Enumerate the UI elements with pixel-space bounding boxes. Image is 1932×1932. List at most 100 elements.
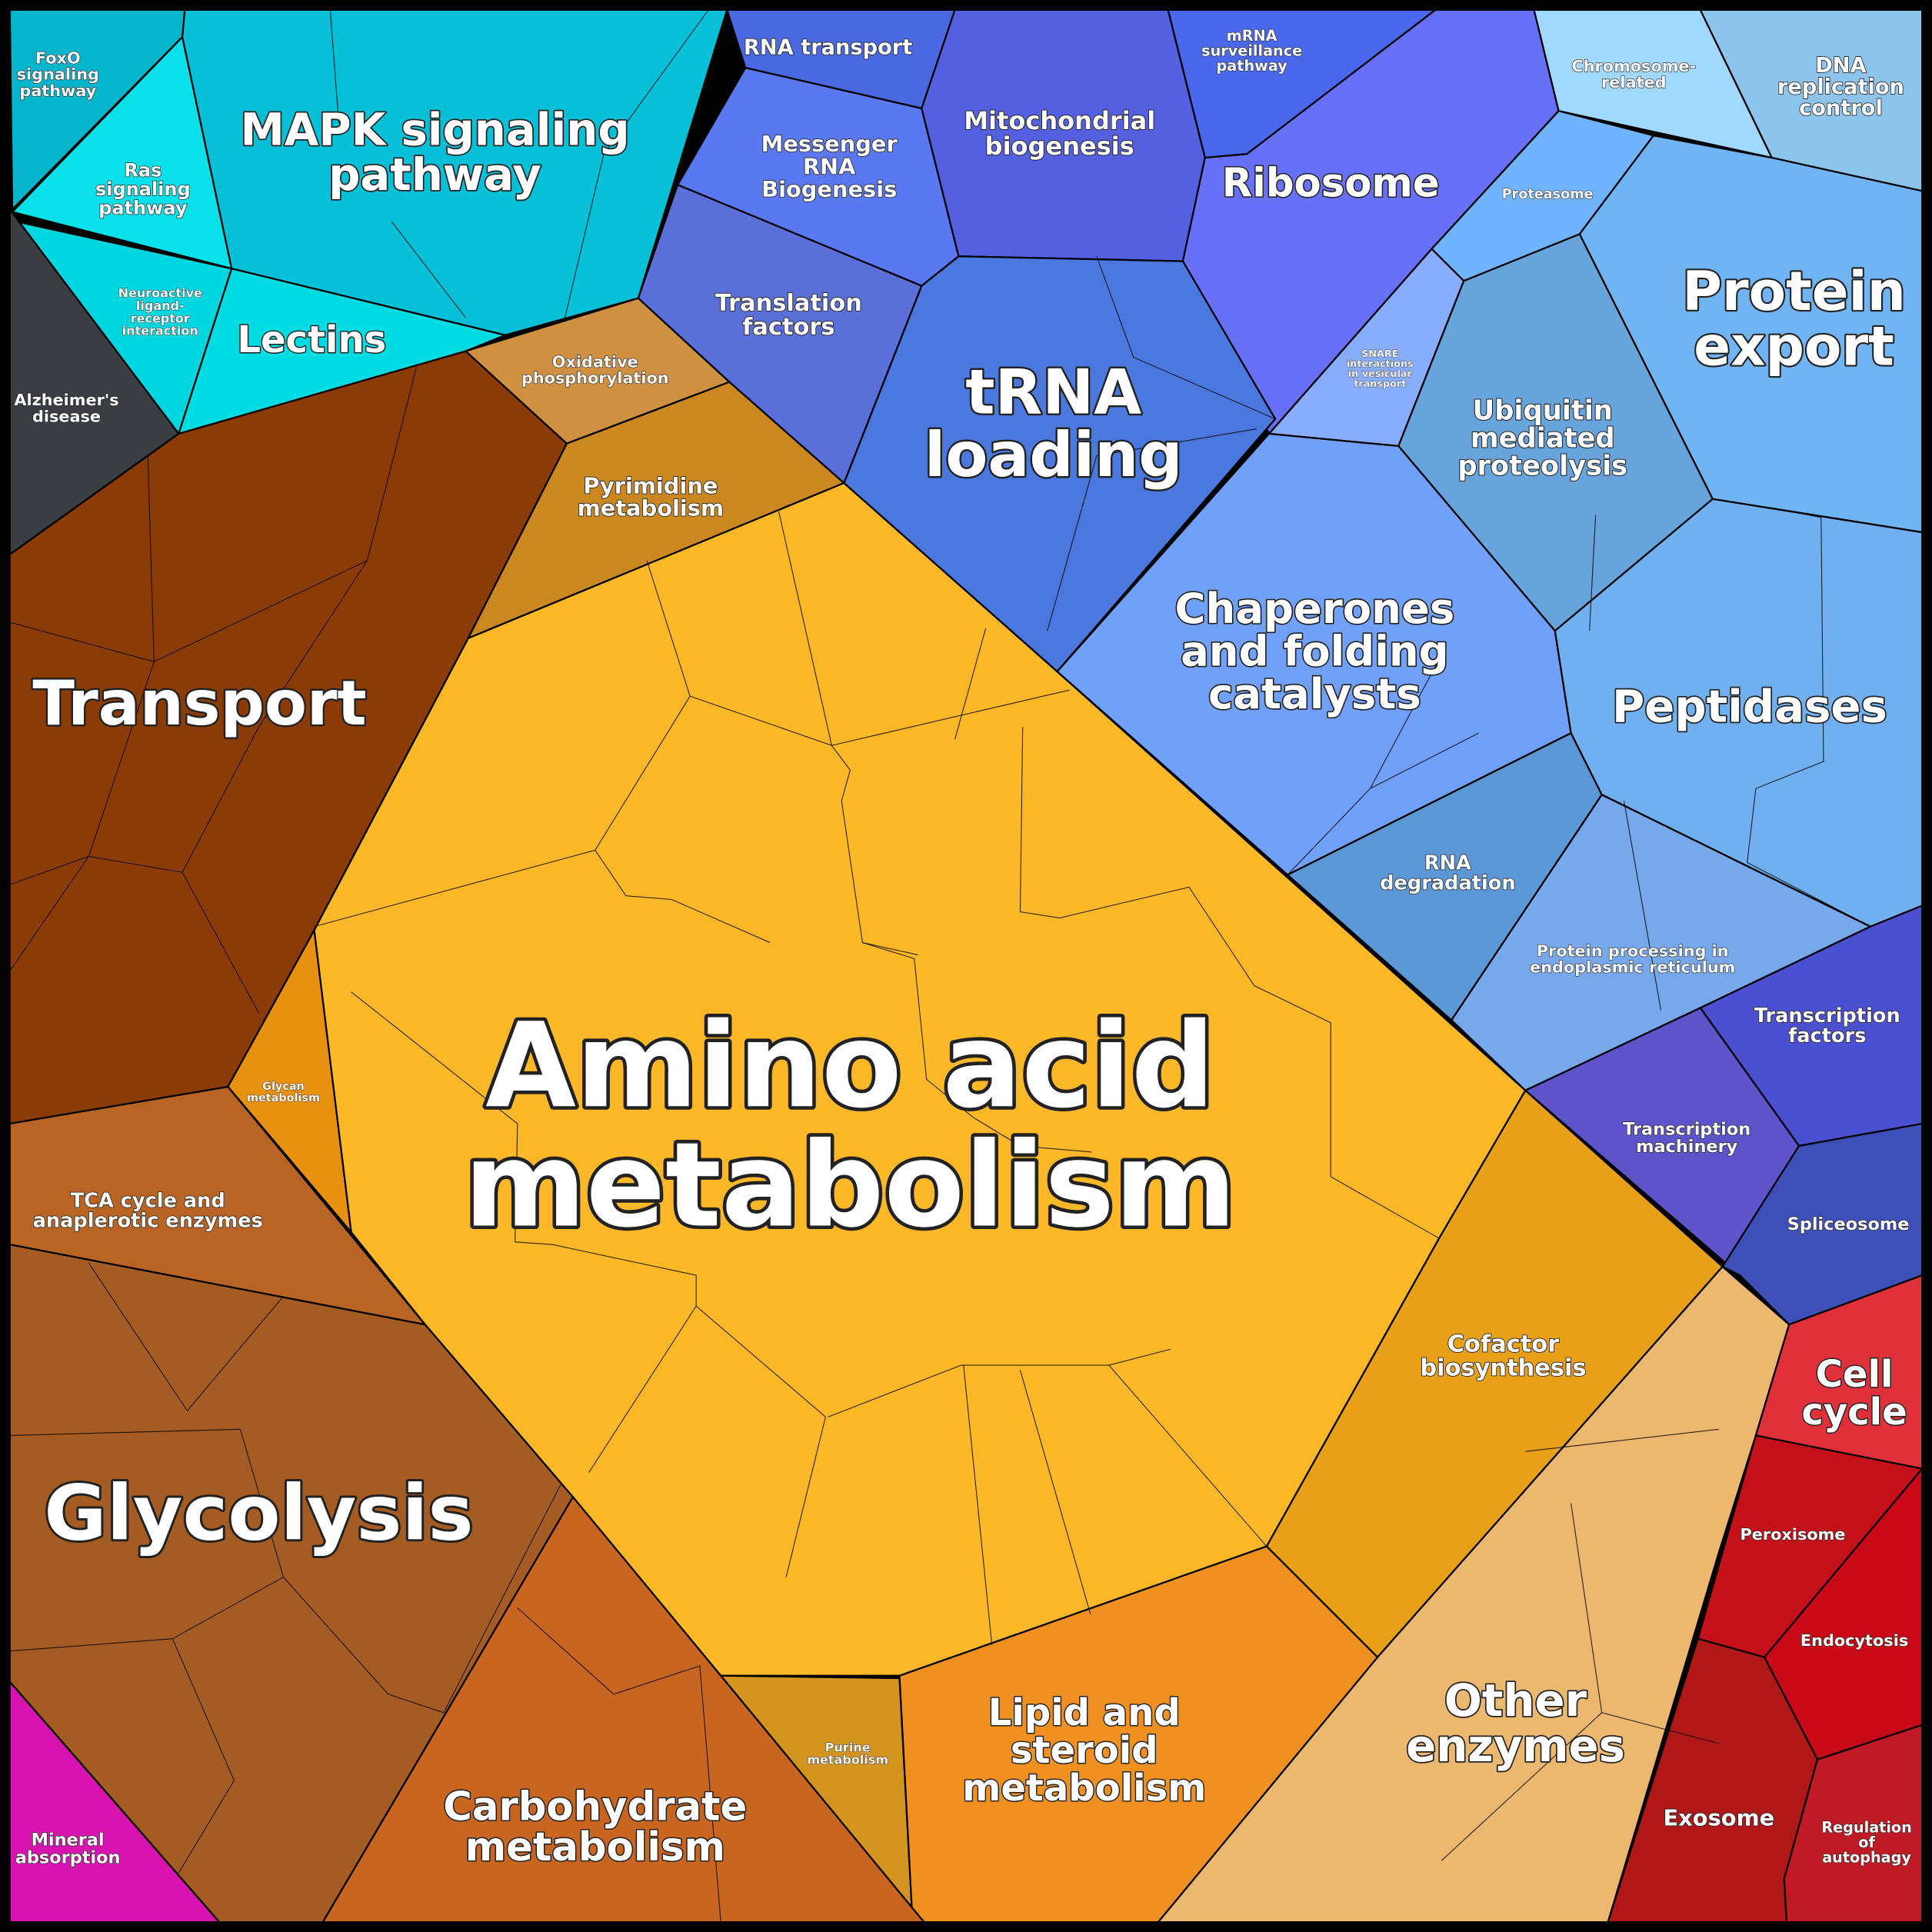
- label-line: Protein processing in: [1537, 941, 1729, 960]
- label-transport: Transport: [32, 668, 366, 739]
- subcell-border: [1589, 515, 1597, 631]
- label-line: degradation: [1380, 872, 1516, 895]
- label-line: catalysts: [1208, 669, 1421, 718]
- label-line: metabolism: [464, 1117, 1236, 1253]
- label-line: Transcription: [1754, 1004, 1900, 1028]
- label-line: proteolysis: [1457, 450, 1627, 481]
- label-line: metabolism: [247, 1092, 320, 1104]
- label-line: Alzheimer's: [14, 391, 118, 409]
- label-perox: Peroxisome: [1740, 1525, 1845, 1544]
- inner-lines-layer: [9, 9, 1871, 1923]
- label-line: Amino acid: [485, 998, 1214, 1134]
- label-line: RNA: [803, 154, 856, 180]
- label-line: of: [1858, 1834, 1875, 1851]
- label-line: Transport: [32, 668, 366, 739]
- label-line: Pyrimidine: [583, 472, 718, 498]
- label-line: signaling: [17, 65, 99, 84]
- label-line: Other: [1444, 1674, 1587, 1727]
- label-line: Chromosome-: [1571, 57, 1696, 75]
- subcell-border: [329, 9, 340, 124]
- label-line: phosphorylation: [521, 369, 669, 388]
- label-line: steroid: [1011, 1729, 1158, 1772]
- label-endo: Endocytosis: [1800, 1631, 1908, 1650]
- label-pept: Peptidases: [1612, 681, 1887, 733]
- subcell-border: [391, 222, 467, 318]
- subcell-border: [1047, 428, 1257, 631]
- label-line: machinery: [1636, 1137, 1738, 1157]
- label-line: metabolism: [578, 495, 724, 521]
- label-splice: Spliceosome: [1787, 1214, 1910, 1234]
- subcell-border: [1441, 1712, 1603, 1861]
- label-line: Glycolysis: [44, 1469, 473, 1557]
- label-line: Ribosome: [1222, 161, 1440, 207]
- label-exo: Exosome: [1664, 1804, 1775, 1830]
- subcell-border: [172, 1638, 235, 1874]
- label-line: Mitochondrial: [964, 106, 1155, 135]
- label-line: Ras: [124, 159, 162, 181]
- label-line: in vesicular: [1348, 368, 1413, 380]
- subcell-border: [689, 695, 918, 956]
- label-chrom: Chromosome-related: [1571, 57, 1696, 92]
- label-line: surveillance: [1201, 42, 1302, 60]
- label-line: Messenger: [761, 131, 898, 157]
- subcell-border: [1755, 507, 1824, 789]
- label-line: metabolism: [465, 1824, 725, 1870]
- label-line: Glycan: [262, 1081, 305, 1093]
- label-line: Lectins: [237, 318, 386, 361]
- subcell-border: [517, 1607, 721, 1923]
- subcell-border: [963, 1365, 993, 1645]
- label-line: Cofactor: [1447, 1331, 1559, 1358]
- label-line: metabolism: [807, 1753, 888, 1767]
- label-line: SNARE: [1361, 348, 1398, 360]
- label-line: Regulation: [1821, 1818, 1912, 1836]
- label-line: ligand-: [136, 298, 185, 313]
- label-line: endoplasmic reticulum: [1530, 958, 1735, 977]
- label-line: loading: [924, 419, 1183, 491]
- label-line: mediated: [1471, 422, 1615, 454]
- label-line: Peroxisome: [1740, 1525, 1845, 1544]
- subcell-border: [1108, 1364, 1267, 1547]
- label-line: Oxidative: [552, 352, 638, 371]
- label-line: Biogenesis: [761, 176, 897, 202]
- region-carb: [321, 1495, 926, 1924]
- subcell-border: [1019, 727, 1440, 1239]
- label-line: Carbohydrate: [443, 1784, 747, 1830]
- subcell-border: [1623, 801, 1662, 1011]
- label-line: TCA cycle and: [71, 1189, 225, 1212]
- subcell-border: [954, 628, 987, 740]
- label-line: absorption: [15, 1848, 121, 1868]
- label-line: Purine: [825, 1740, 871, 1754]
- label-line: anaplerotic enzymes: [33, 1210, 263, 1233]
- label-line: cycle: [1801, 1391, 1907, 1434]
- label-proteasome: Proteasome: [1502, 187, 1594, 202]
- label-ribosome: Ribosome: [1222, 161, 1440, 207]
- label-line: DNA: [1815, 54, 1866, 78]
- label-line: Spliceosome: [1787, 1214, 1910, 1234]
- subcell-border: [828, 1348, 1171, 1417]
- label-line: MAPK signaling: [240, 103, 629, 155]
- subcell-border: [595, 850, 771, 944]
- label-line: biogenesis: [985, 132, 1134, 161]
- label-line: biosynthesis: [1420, 1355, 1586, 1382]
- label-line: RNA transport: [744, 36, 912, 60]
